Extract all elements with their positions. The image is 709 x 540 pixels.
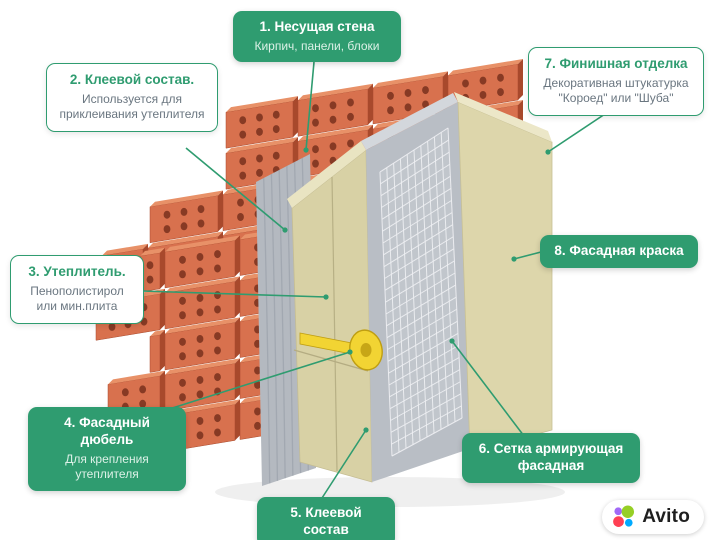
callout-subtitle: Для крепления утеплителя	[65, 451, 149, 482]
callout-title: 8. Фасадная краска	[554, 243, 684, 258]
callout-insulation: 3. Утеплитель. Пенополистирол или мин.пл…	[10, 255, 144, 325]
callout-title: 4. Фасадный дюбель	[64, 415, 150, 447]
callout-subtitle: Пенополистирол или мин.плита	[30, 283, 124, 314]
callout-subtitle: Кирпич, панели, блоки	[254, 38, 380, 53]
callout-title: 1. Несущая стена	[259, 19, 375, 34]
base-coat-layer	[361, 93, 472, 482]
callout-title: 2. Клеевой состав.	[69, 72, 195, 87]
callout-reinforcing-mesh: 6. Сетка армирующая фасадная	[462, 433, 640, 483]
callout-subtitle: Декоративная штукатурка "Короед" или "Шу…	[543, 75, 689, 106]
finish-layer	[454, 92, 553, 453]
callout-base-adhesive: 5. Клеевой состав	[257, 497, 395, 540]
insulation-layer	[287, 141, 373, 483]
callout-facade-dowel: 4. Фасадный дюбель Для крепления утеплит…	[28, 407, 186, 491]
callout-adhesive: 2. Клеевой состав. Используется для прик…	[46, 63, 218, 133]
callout-facade-paint: 8. Фасадная краска	[540, 235, 698, 268]
callout-title: 6. Сетка армирующая фасадная	[478, 441, 624, 473]
callout-connectors	[141, 61, 609, 499]
callout-title: 5. Клеевой состав	[290, 505, 362, 537]
callout-title: 7. Финишная отделка	[544, 56, 688, 71]
callout-load-bearing-wall: 1. Несущая стена Кирпич, панели, блоки	[233, 11, 401, 63]
callout-finish-coat: 7. Финишная отделка Декоративная штукату…	[528, 47, 704, 117]
facade-dowel	[299, 329, 383, 371]
callout-subtitle: Используется для приклеивания утеплителя	[59, 91, 205, 122]
avito-watermark: Avito	[602, 500, 704, 534]
callout-title: 3. Утеплитель.	[28, 264, 126, 279]
watermark-label: Avito	[642, 506, 690, 527]
reinforcing-mesh	[379, 126, 463, 458]
avito-logo-icon	[613, 505, 635, 527]
